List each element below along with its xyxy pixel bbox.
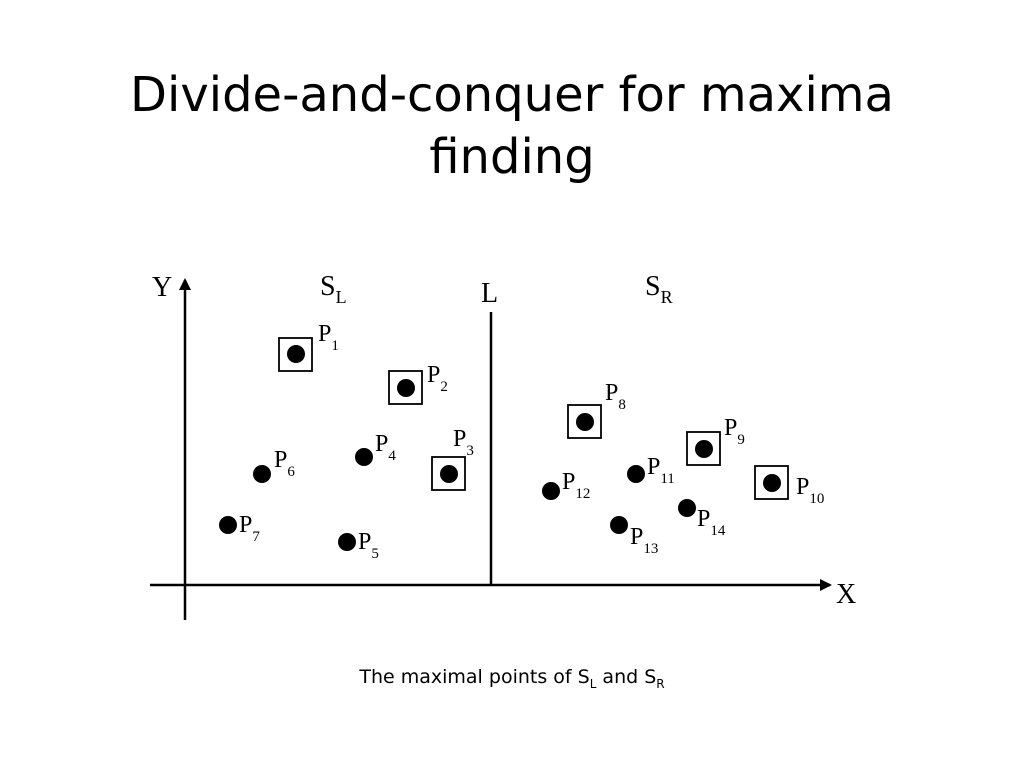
maximal-box [754,465,789,500]
caption-text: The maximal points of [359,666,578,688]
point-marker [355,448,373,466]
left-set-sub: L [336,287,347,307]
slide-title-line-2: finding [429,129,595,185]
right-set-base: S [645,271,661,302]
point-marker [440,465,458,483]
point-marker [253,465,271,483]
caption-sr-base: S [644,666,657,688]
point-label: P7 [239,512,260,545]
caption-sr-sub: R [656,676,665,691]
point-marker [397,379,415,397]
point-label: P8 [605,380,626,413]
maximal-box [388,370,423,405]
point-marker [763,474,781,492]
maximal-box [431,456,466,491]
slide-title-line-1: Divide-and-conquer for maxima [130,67,894,123]
point-label: P14 [697,506,726,539]
point-marker [542,482,560,500]
point-label: P2 [427,362,448,395]
diagram-caption: The maximal points of SL and SR [0,666,1024,691]
maximal-box [278,337,313,372]
point-label: P3 [453,426,474,459]
point-label: P10 [796,474,824,507]
point-label: P11 [647,454,675,487]
point-label: P5 [358,529,379,562]
point-label: P13 [630,524,658,557]
point-label: P12 [562,469,590,502]
point-label: P4 [375,431,396,464]
point-marker [287,345,305,363]
divider-label: L [481,278,498,309]
point-label: P9 [724,415,745,448]
slide-title: Divide-and-conquer for maxima finding [0,64,1024,188]
left-set-label: SL [320,271,347,307]
point-label: P1 [318,321,339,354]
point-marker [576,413,594,431]
left-set-base: S [320,271,336,302]
point-label: P6 [274,447,295,480]
point-marker [678,499,696,517]
point-marker [695,440,713,458]
point-marker [338,533,356,551]
maximal-box [567,404,602,439]
y-axis-label: Y [152,272,172,303]
caption-sl-base: S [577,666,590,688]
right-set-label: SR [645,271,673,307]
point-marker [610,516,628,534]
point-marker [219,516,237,534]
point-marker [627,465,645,483]
maximal-box [686,431,721,466]
x-axis-label: X [836,579,856,610]
right-set-sub: R [661,287,673,307]
caption-sl-sub: L [589,676,597,691]
caption-and: and [596,666,645,688]
